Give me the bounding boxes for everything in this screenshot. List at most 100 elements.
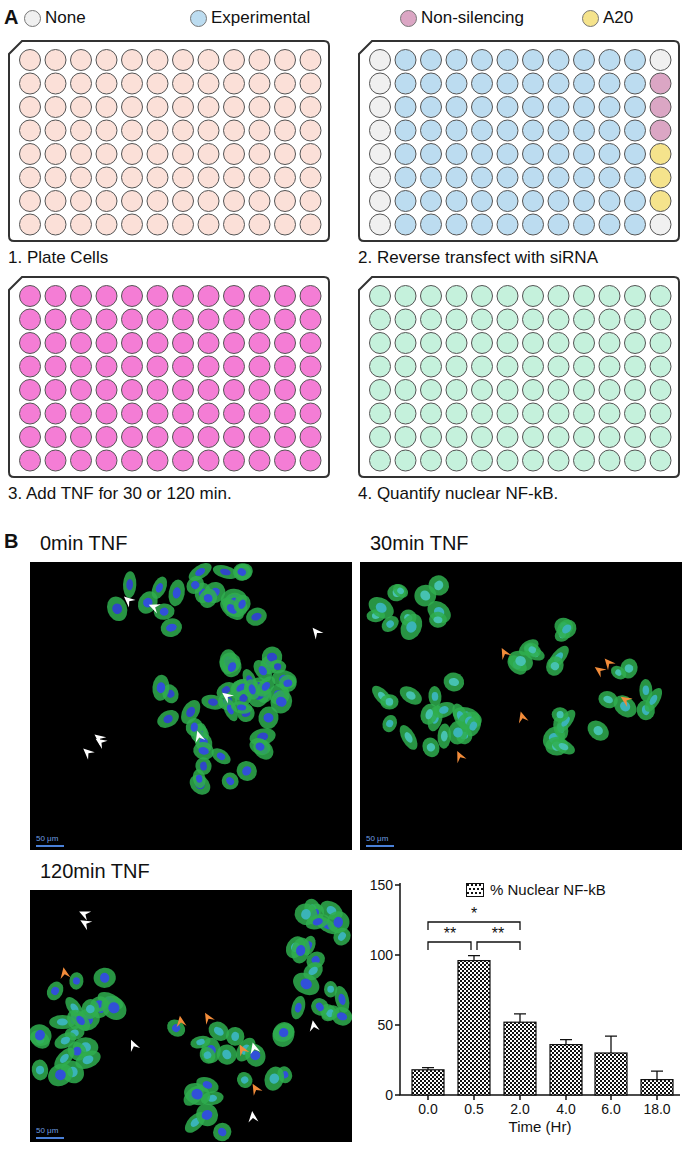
arrowhead [247,1110,258,1122]
well [625,403,646,424]
nucleus [195,774,203,783]
cell [167,578,187,607]
nucleus [295,944,306,957]
nucleus [111,602,124,615]
x-tick [656,1095,658,1100]
well [523,191,544,212]
cytoplasm [609,691,641,722]
bar [641,1080,673,1095]
cell [191,740,216,762]
nucleus [557,741,569,751]
x-tick [565,1095,567,1100]
well [395,167,416,188]
nucleus [452,727,463,738]
well [625,214,646,235]
cell [230,562,254,584]
well [198,50,219,71]
cytoplasm [164,1016,189,1040]
well [71,97,92,118]
well [599,450,620,471]
well [147,214,168,235]
well [650,120,671,141]
cytoplasm [428,611,447,629]
well [300,167,321,188]
well [275,380,296,401]
well [370,120,391,141]
well [472,97,493,118]
nucleus [257,664,269,677]
well [446,214,467,235]
well [198,380,219,401]
well [548,73,569,94]
well [147,403,168,424]
nucleus [207,698,218,707]
well [147,427,168,448]
legend-text: % Nuclear NF-kB [490,881,606,899]
cell [194,1074,221,1096]
well [574,450,595,471]
well [599,427,620,448]
cell [380,694,398,710]
wells [20,286,322,472]
well [96,167,117,188]
well [147,120,168,141]
well [45,120,66,141]
arrowheads [453,646,633,764]
well [147,144,168,165]
well [650,309,671,330]
legend-entry: % Nuclear NF-kB [466,881,606,899]
nucleus [254,741,266,752]
legend-text: Non-silencing [421,8,524,28]
nucleus [333,916,344,928]
well [472,356,493,377]
well [71,73,92,94]
cytoplasm [196,585,220,611]
well [625,427,646,448]
legend-swatch [24,10,41,27]
well [548,167,569,188]
nucleus [602,694,614,704]
cytoplasm [230,700,253,715]
well [173,191,194,212]
cell [365,592,398,623]
well [370,450,391,471]
well [275,450,296,471]
arrowhead [309,625,324,640]
cytoplasm [51,1044,78,1072]
nucleus [240,1075,250,1085]
arrowhead [192,729,205,742]
well [249,73,270,94]
label-holder: 18.0 [643,1101,670,1117]
well [548,427,569,448]
arrowhead [93,735,108,749]
well [147,333,168,354]
well [523,450,544,471]
well [249,191,270,212]
cell [553,615,580,642]
cytoplasm [365,592,398,623]
cytoplasm [219,654,245,681]
nucleus [294,1002,303,1013]
nucleus [336,931,347,943]
well [45,380,66,401]
nucleus [441,731,448,742]
cell [618,657,640,681]
well [395,450,416,471]
cell [267,687,296,717]
well [548,97,569,118]
nucleus [468,720,478,731]
well [599,403,620,424]
nucleus [404,689,417,701]
plate-outline [359,277,679,477]
well [45,97,66,118]
cytoplasm [289,968,323,999]
cytoplasm [242,1041,269,1070]
well [497,380,518,401]
cell [151,674,170,701]
well [548,120,569,141]
well [300,120,321,141]
label-holder: A [4,6,18,28]
cytoplasm [122,571,137,598]
well [370,214,391,235]
